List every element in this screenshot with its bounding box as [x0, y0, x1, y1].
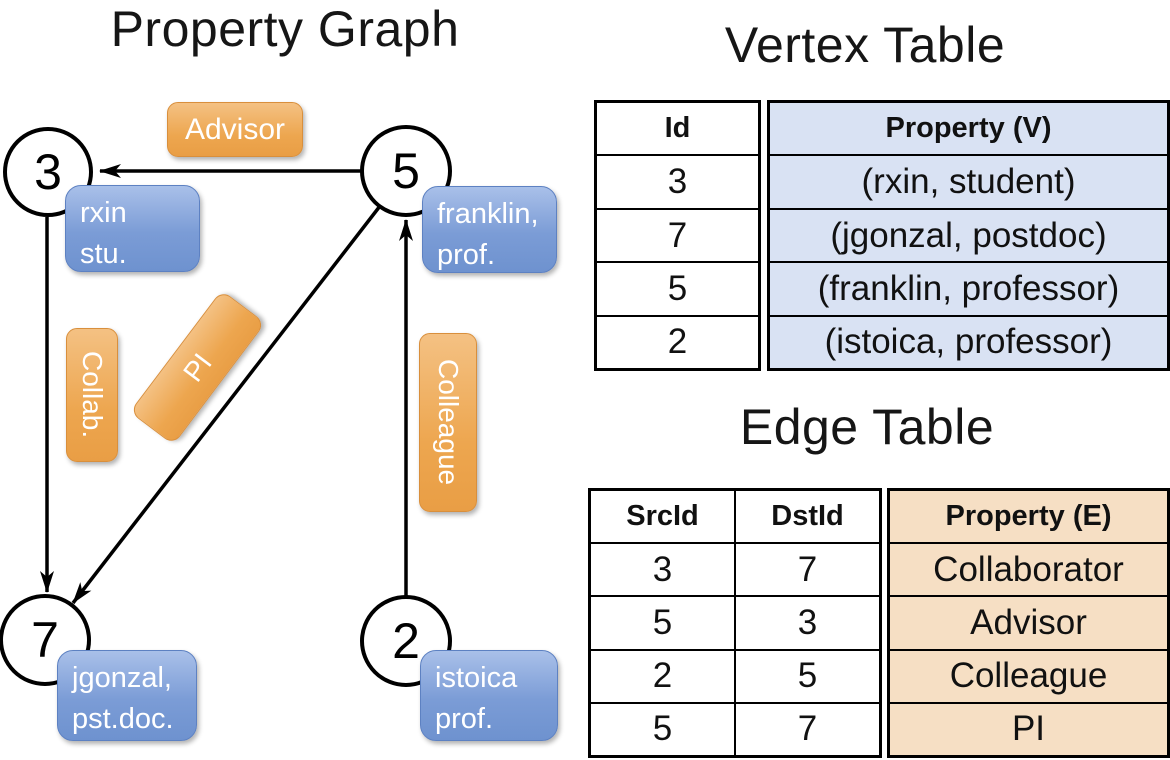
vertex-property-box-3-line2: stu.: [80, 238, 127, 271]
edge-table-srcid-cell: 2: [591, 648, 734, 702]
edge-table-property-column: Property (E) Collaborator Advisor Collea…: [887, 488, 1170, 758]
edge-table-srcid-cell: 5: [591, 595, 734, 648]
vertex-table-title: Vertex Table: [724, 17, 1006, 73]
edge-table-property-header: Property (E): [945, 500, 1112, 533]
vertex-property-box-5-line1: franklin,: [437, 198, 539, 230]
edge-table-property-cell: Colleague: [890, 648, 1167, 702]
vertex-property-box-2-line2: prof.: [435, 703, 494, 736]
vertex-table-id-cell: 2: [597, 314, 758, 368]
property-graph-title: Property Graph: [110, 1, 460, 57]
edge-table-srcid-cell: 5: [591, 701, 734, 755]
vertex-property-box-5: franklin, prof.: [422, 186, 557, 273]
edge-pi-5-to-7: [71, 204, 382, 605]
edge-table-dstid-header: DstId: [771, 500, 844, 533]
edge-label-colleague-text: Colleague: [433, 359, 464, 486]
vertex-property-box-7-line1: jgonzal,: [72, 662, 172, 694]
vertex-table-id-cell: 5: [597, 261, 758, 314]
edge-label-advisor: Advisor: [167, 102, 303, 157]
vertex-table-property-cell: (franklin, professor): [770, 261, 1167, 314]
vertex-id-3: 3: [34, 144, 62, 200]
edge-table-srcid-cell: 3: [591, 542, 734, 595]
edge-label-collab: Collab.: [66, 328, 118, 462]
vertex-property-box-2-line1: istoica: [435, 662, 518, 694]
edge-table-srcid-column: SrcId 3 5 2 5: [591, 491, 734, 755]
edge-table-dstid-cell: 3: [736, 595, 879, 648]
edge-table-property-cell: Advisor: [890, 595, 1167, 648]
edge-table-dstid-cell: 5: [736, 648, 879, 702]
vertex-property-box-5-line2: prof.: [437, 239, 496, 272]
vertex-table-property-column: Property (V) (rxin, student) (jgonzal, p…: [767, 100, 1170, 371]
edge-table-title: Edge Table: [739, 399, 995, 455]
vertex-property-box-2: istoica prof.: [420, 650, 558, 741]
vertex-table-id-column: Id 3 7 5 2: [594, 100, 761, 371]
edge-table-dstid-cell: 7: [736, 701, 879, 755]
vertex-table-property-cell: (jgonzal, postdoc): [770, 207, 1167, 261]
vertex-property-box-7-line2: pst.doc.: [72, 703, 174, 736]
edge-table-dstid-column: DstId 7 3 5 7: [734, 491, 879, 755]
edge-label-colleague: Colleague: [419, 333, 477, 512]
edge-table-ids-columns: SrcId 3 5 2 5 DstId 7 3 5 7: [588, 488, 882, 758]
edge-table-srcid-header: SrcId: [626, 500, 699, 533]
vertex-table-property-header: Property (V): [885, 112, 1052, 145]
edge-table-property-cell: Collaborator: [890, 542, 1167, 595]
edge-label-collab-text: Collab.: [77, 351, 108, 439]
vertex-id-7: 7: [31, 612, 59, 668]
vertex-table-id-header: Id: [664, 112, 691, 145]
vertex-table-property-cell: (rxin, student): [770, 154, 1167, 207]
vertex-id-5: 5: [392, 143, 420, 199]
edge-table-property-cell: PI: [890, 701, 1167, 755]
vertex-table-id-cell: 7: [597, 207, 758, 261]
vertex-property-box-7: jgonzal, pst.doc.: [57, 650, 197, 741]
edge-table-dstid-cell: 7: [736, 542, 879, 595]
vertex-property-box-3-line1: rxin: [80, 197, 127, 229]
vertex-id-2: 2: [392, 613, 420, 669]
vertex-table-id-cell: 3: [597, 154, 758, 207]
vertex-table-property-cell: (istoica, professor): [770, 314, 1167, 368]
vertex-property-box-3: rxin stu.: [65, 185, 200, 272]
